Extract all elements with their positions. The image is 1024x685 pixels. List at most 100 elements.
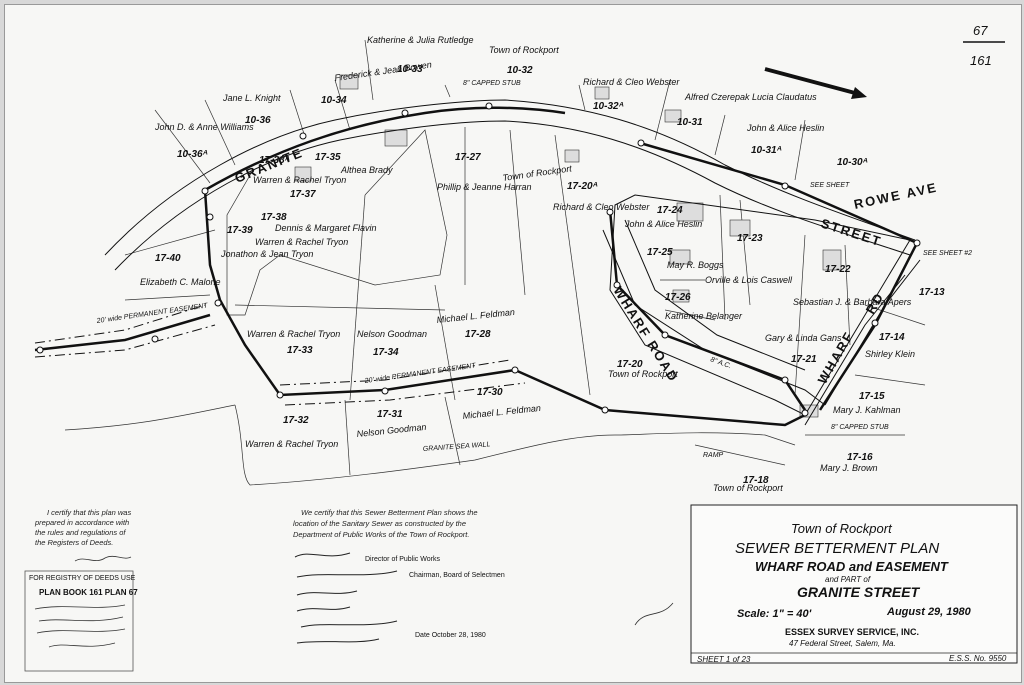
owner-williams: John D. & Anne Williams: [154, 122, 254, 132]
center-certification: We certify that this Sewer Betterment Pl…: [293, 508, 674, 644]
see-sheet-right: SEE SHEET #2: [923, 250, 972, 257]
easement-lines: [34, 304, 526, 406]
owner-webster1: Richard & Cleo Webster: [583, 77, 680, 87]
lot-17-39: 17-39: [227, 225, 253, 236]
easement-label-left: 20' wide PERMANENT EASEMENT: [95, 302, 208, 325]
owner-tryon3: Warren & Rachel Tryon: [247, 329, 340, 339]
ramp-label: RAMP: [703, 452, 724, 459]
tb-date: August 29, 1980: [886, 606, 972, 618]
owner-boggs: May R. Boggs: [667, 260, 724, 270]
left-certification: I certify that this plan was prepared in…: [24, 508, 138, 672]
lot-17-30: 17-30: [477, 387, 503, 398]
tb-sheet: SHEET 1 of 23: [697, 655, 751, 664]
owner-malone: Elizabeth C. Malone: [140, 277, 221, 287]
easement-label-mid: 20' wide PERMANENT EASEMENT: [363, 362, 476, 385]
owner-tryon4: Warren & Rachel Tryon: [245, 439, 338, 449]
lot-17-14: 17-14: [879, 332, 905, 343]
lot-17-40: 17-40: [155, 253, 181, 264]
owner-rutledge: Katherine & Julia Rutledge: [367, 35, 474, 45]
title-block: Town of Rockport SEWER BETTERMENT PLAN W…: [690, 504, 1018, 664]
north-arrow: [764, 67, 867, 99]
lot-17-27: 17-27: [455, 152, 481, 163]
lot-10-36: 10-36: [245, 115, 271, 126]
corner-reference: 67 161: [963, 23, 1005, 68]
lot-10-30a: 10-30ᴬ: [837, 157, 868, 168]
owner-flavin: Dennis & Margaret Flavin: [275, 223, 377, 233]
town-label-middle: Town of Rockport: [608, 369, 678, 379]
owner-caswell: Orville & Lois Caswell: [705, 275, 793, 285]
lot-17-18: 17-18: [743, 475, 769, 486]
plan-sheet: 67 161: [4, 4, 1022, 683]
lot-17-35: 17-35: [315, 152, 341, 163]
owner-feldman2: Michael L. Feldman: [462, 403, 541, 421]
owner-goodman2: Nelson Goodman: [356, 422, 427, 439]
lot-17-13: 17-13: [919, 287, 945, 298]
lot-10-33: 10-33: [397, 64, 423, 75]
center-cert-line-1: We certify that this Sewer Betterment Pl…: [301, 508, 478, 517]
lot-17-24: 17-24: [657, 205, 683, 216]
left-cert-line-2: prepared in accordance with: [34, 518, 129, 527]
owner-apers: Sebastian J. & Barbara Apers: [793, 297, 912, 307]
sea-wall-label: GRANITE SEA WALL: [423, 441, 491, 453]
lot-17-22: 17-22: [825, 264, 851, 275]
owner-klein: Shirley Klein: [865, 349, 915, 359]
tb-scale: Scale: 1" = 40': [737, 608, 812, 620]
lot-17-26: 17-26: [665, 292, 691, 303]
owner-tryon2: Warren & Rachel Tryon: [255, 237, 348, 247]
street-label-street: STREET: [819, 216, 884, 250]
tb-plan: SEWER BETTERMENT PLAN: [735, 540, 939, 557]
owner-harran: Phillip & Jeanne Harran: [437, 182, 532, 192]
town-label-bottom: Town of Rockport: [713, 483, 783, 493]
tb-and-part: and PART of: [825, 575, 871, 584]
lot-10-36a: 10-36ᴬ: [177, 149, 208, 160]
tb-ess-no: E.S.S. No. 9550: [949, 654, 1007, 663]
property-lines: [64, 39, 926, 486]
lot-17-33: 17-33: [287, 345, 313, 356]
lot-17-38a: 17-38ᴬ: [259, 155, 290, 166]
cert-date: Date October 28, 1980: [415, 632, 486, 639]
owner-webster2: Richard & Cleo Webster: [553, 202, 650, 212]
chairman-title: Chairman, Board of Selectmen: [409, 572, 505, 579]
owner-heslin1: John & Alice Heslin: [746, 123, 824, 133]
lot-17-21: 17-21: [791, 354, 817, 365]
lot-17-31: 17-31: [377, 409, 403, 420]
lot-17-32: 17-32: [283, 415, 309, 426]
owner-knight: Jane L. Knight: [222, 93, 281, 103]
owner-brady: Althea Brady: [340, 165, 393, 175]
corner-ref-bottom: 161: [970, 53, 992, 68]
lot-17-20a: 17-20ᴬ: [567, 181, 598, 192]
manholes: [36, 102, 921, 417]
owner-labels: Katherine & Julia Rutledge Frederick & J…: [140, 35, 915, 473]
lot-17-20: 17-20: [617, 359, 643, 370]
lot-17-16: 17-16: [847, 452, 873, 463]
tb-town: Town of Rockport: [791, 521, 893, 536]
left-cert-line-4: the Registers of Deeds.: [35, 538, 113, 547]
center-cert-line-3: Department of Public Works of the Town o…: [293, 530, 469, 539]
lot-10-32a: 10-32ᴬ: [593, 101, 624, 112]
director-title: Director of Public Works: [365, 556, 440, 563]
owner-brown: Mary J. Brown: [820, 463, 878, 473]
lot-17-38: 17-38: [261, 212, 287, 223]
left-cert-line-1: I certify that this plan was: [47, 508, 131, 517]
town-label-center: Town of Rockport: [502, 163, 573, 183]
owner-bowen: Frederick & Jean Bowen: [334, 59, 432, 83]
lot-numbers: 10-33 10-32 10-34 10-36 10-36ᴬ 10-32ᴬ 10…: [155, 64, 945, 486]
lot-17-28: 17-28: [465, 329, 491, 340]
plan-book: PLAN BOOK 161 PLAN 67: [39, 588, 138, 597]
town-label-top: Town of Rockport: [489, 45, 559, 55]
see-sheet-left: SEE SHEET: [810, 182, 850, 189]
owner-gans: Gary & Linda Gans: [765, 333, 842, 343]
owner-tryon1: Warren & Rachel Tryon: [253, 175, 346, 185]
tb-street: GRANITE STREET: [797, 584, 921, 600]
owner-heslin2: John & Alice Heslin: [624, 219, 702, 229]
lot-10-31a: 10-31ᴬ: [751, 145, 782, 156]
capped-stub-top: 8" CAPPED STUB: [463, 80, 521, 87]
lot-17-23: 17-23: [737, 233, 763, 244]
owner-kahlman: Mary J. Kahlman: [833, 405, 901, 415]
lot-10-32: 10-32: [507, 65, 533, 76]
tb-address: 47 Federal Street, Salem, Ma.: [789, 639, 896, 648]
lot-17-37: 17-37: [290, 189, 316, 200]
owner-goodman1: Nelson Goodman: [357, 329, 427, 339]
street-label-rowe-ave: ROWE AVE: [853, 180, 940, 212]
registry-header: FOR REGISTRY OF DEEDS USE: [29, 575, 136, 582]
